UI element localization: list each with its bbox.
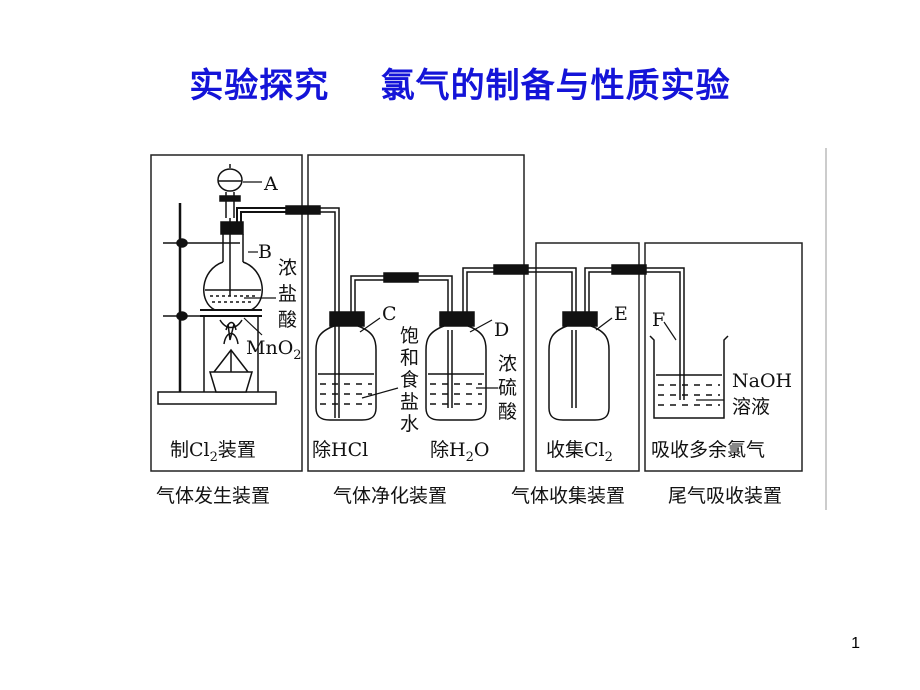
wash-bottle-d	[425, 311, 487, 421]
label-conc-h2so4-3: 酸	[498, 401, 517, 423]
connecting-tubes	[285, 205, 685, 418]
label-sat-brine-5: 水	[400, 413, 419, 435]
section-collection: 气体收集装置	[511, 485, 625, 507]
section-generation: 气体发生装置	[156, 485, 270, 507]
box-generation	[150, 154, 303, 472]
absorption-beaker-f	[649, 335, 729, 419]
box-absorption	[644, 242, 803, 472]
box-collection	[535, 242, 640, 472]
gas-generator	[157, 164, 290, 405]
label-naoh: NaOH	[732, 370, 792, 392]
box-purification	[307, 154, 525, 472]
caption-absorb: 吸收多余氯气	[651, 439, 765, 461]
wash-bottle-c	[315, 311, 377, 421]
label-sat-brine-3: 食	[400, 369, 419, 391]
label-e: E	[614, 303, 628, 325]
label-conc-h2so4-1: 浓	[498, 353, 517, 375]
leader-lines	[243, 181, 724, 401]
label-sat-brine-1: 饱	[400, 325, 419, 347]
label-solution: 溶液	[732, 396, 770, 418]
label-c: C	[382, 303, 397, 325]
page-number: 1	[851, 635, 860, 652]
label-f: F	[652, 309, 665, 331]
caption-remove-h2o: 除H2O	[430, 439, 489, 465]
caption-remove-hcl: 除HCl	[312, 439, 368, 461]
section-tail-gas: 尾气吸收装置	[668, 485, 782, 507]
label-conc-hcl-1: 浓	[278, 257, 297, 279]
section-purification: 气体净化装置	[333, 485, 447, 507]
label-conc-hcl-2: 盐	[278, 283, 297, 305]
label-mno2: MnO2	[246, 337, 302, 363]
label-a: A	[263, 173, 278, 195]
label-d: D	[494, 319, 509, 341]
label-conc-h2so4-2: 硫	[498, 377, 517, 399]
slide-title: 实验探究 氯气的制备与性质实验	[189, 66, 731, 106]
collecting-bottle-e	[548, 311, 610, 421]
label-sat-brine-2: 和	[400, 347, 419, 369]
caption-gen: 制Cl2装置	[170, 439, 256, 465]
caption-collect: 收集Cl2	[546, 439, 613, 465]
label-b: B	[258, 241, 272, 263]
label-sat-brine-4: 盐	[400, 391, 419, 413]
label-conc-hcl-3: 酸	[278, 309, 297, 331]
